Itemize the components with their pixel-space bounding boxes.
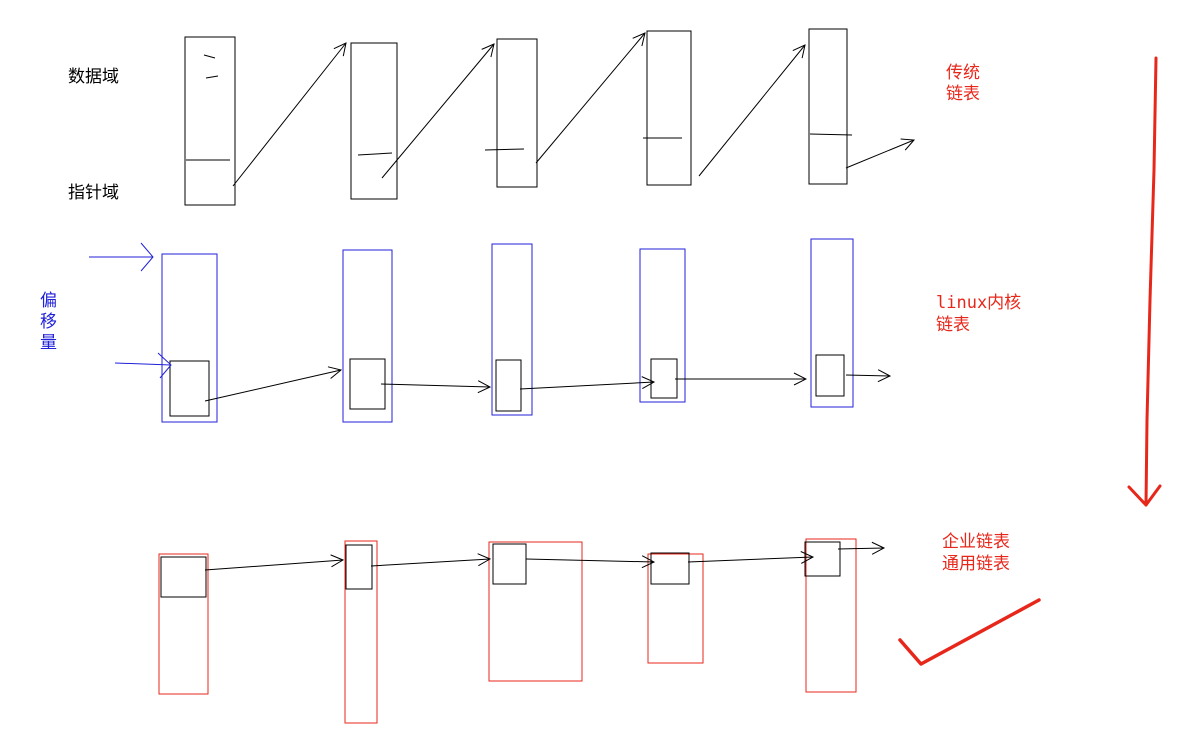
kernel-container-3 — [491, 243, 533, 416]
traditional-arrow-2 — [381, 44, 494, 179]
enterprise-node-4 — [650, 552, 690, 585]
offset-arrow-bottom — [114, 362, 172, 366]
kernel-container-5 — [810, 238, 854, 408]
kernel-container-1 — [161, 253, 218, 423]
kernel-list-label-line1: linux内核 — [936, 293, 1022, 313]
offset-label-char3: 量 — [40, 333, 57, 353]
enterprise-arrow-5 — [837, 548, 884, 549]
enterprise-list — [158, 538, 884, 724]
enterprise-container-4 — [647, 553, 704, 664]
kernel-arrow-1 — [204, 370, 341, 402]
kernel-arrow-5 — [845, 375, 890, 376]
kernel-list-label-line2: 链表 — [936, 315, 970, 335]
traditional-list — [184, 28, 914, 206]
enterprise-node-1 — [160, 556, 207, 598]
enterprise-node-2 — [345, 544, 373, 590]
enterprise-node-3 — [492, 543, 527, 585]
traditional-arrow-1 — [232, 43, 346, 187]
kernel-node-4 — [650, 358, 678, 399]
enterprise-arrow-1 — [204, 560, 343, 571]
enterprise-container-1 — [158, 553, 209, 695]
traditional-list-label-line1: 传统 — [946, 63, 980, 83]
offset-label-char1: 偏 — [40, 291, 57, 311]
kernel-arrow-3 — [519, 382, 654, 390]
kernel-node-3 — [495, 359, 522, 412]
traditional-node-5 — [808, 28, 848, 185]
kernel-container-4 — [639, 248, 686, 403]
enterprise-container-3 — [488, 541, 583, 682]
enterprise-container-2 — [344, 540, 378, 724]
enterprise-list-label-line2: 通用链表 — [942, 554, 1010, 574]
traditional-node-3-divider — [484, 148, 525, 151]
kernel-arrow-2 — [380, 384, 490, 387]
kernel-node-5 — [815, 354, 845, 397]
kernel-node-2 — [349, 358, 386, 410]
pointer-field-label: 指针域 — [68, 183, 119, 203]
enterprise-container-5 — [805, 538, 857, 693]
traditional-arrow-4 — [698, 45, 805, 177]
traditional-node-3 — [496, 38, 538, 188]
kernel-list — [89, 238, 890, 423]
enterprise-arrow-3 — [525, 559, 654, 562]
checkmark-icon — [898, 598, 1041, 666]
traditional-node-2-divider — [357, 152, 393, 156]
data-field-label: 数据域 — [68, 67, 119, 87]
enterprise-node-5 — [804, 541, 841, 577]
enterprise-arrow-4 — [687, 557, 813, 562]
kernel-node-1 — [169, 360, 210, 417]
enterprise-arrow-2 — [370, 559, 490, 567]
traditional-arrow-5 — [845, 140, 914, 169]
traditional-node-5-divider — [809, 133, 853, 136]
kernel-container-2 — [342, 249, 393, 423]
traditional-node-2 — [350, 42, 398, 200]
traditional-list-label-line2: 链表 — [946, 84, 980, 104]
traditional-arrow-3 — [535, 33, 645, 164]
traditional-node-4 — [646, 30, 692, 186]
progression-arrow — [1127, 56, 1162, 507]
enterprise-list-label-line1: 企业链表 — [942, 532, 1010, 552]
traditional-node-1 — [184, 36, 236, 206]
offset-label-char2: 移 — [40, 312, 57, 332]
